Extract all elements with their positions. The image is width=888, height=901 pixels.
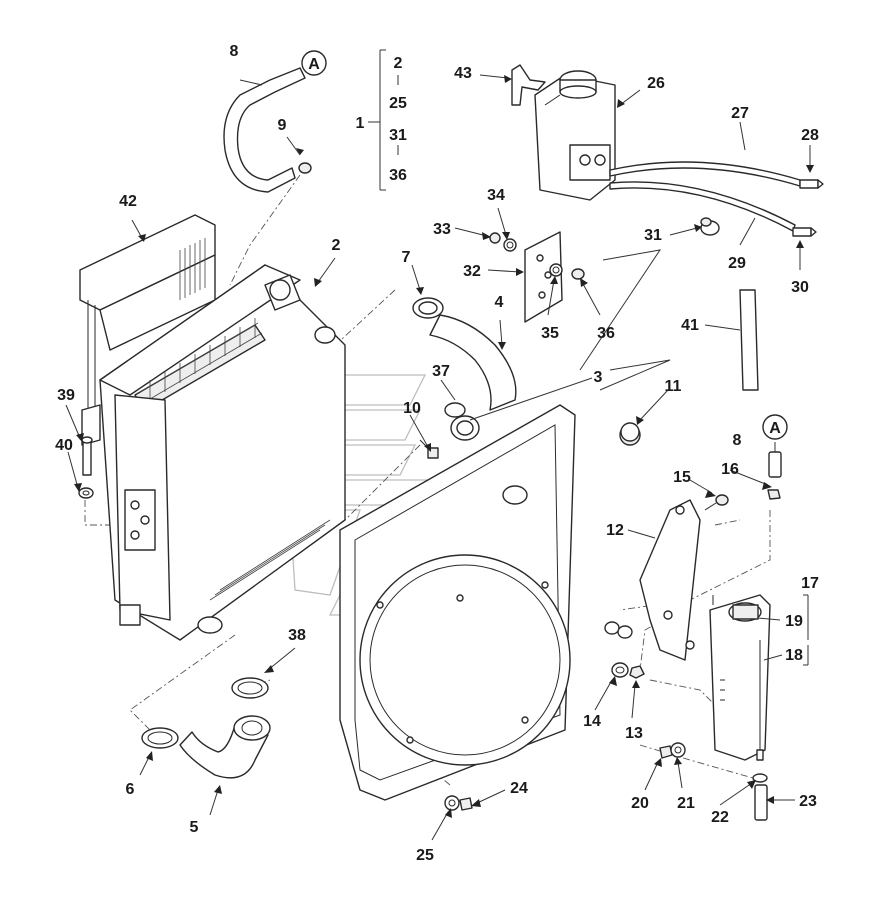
callout-17: 17 bbox=[801, 575, 819, 592]
connection-mark-a-top: A bbox=[308, 56, 320, 73]
nut-33 bbox=[489, 232, 501, 244]
nut-13 bbox=[629, 665, 645, 679]
callout-2: 2 bbox=[332, 237, 341, 254]
stud-39 bbox=[81, 436, 93, 476]
clamp-38 bbox=[231, 677, 269, 699]
washer-34 bbox=[503, 238, 517, 252]
coolant-reservoir bbox=[709, 594, 771, 761]
callout-3: 3 bbox=[594, 369, 603, 386]
kit-item-31: 31 bbox=[389, 127, 407, 144]
callout-20: 20 bbox=[631, 795, 649, 812]
leader-lines bbox=[65, 74, 814, 841]
callout-23: 23 bbox=[799, 793, 817, 810]
connection-mark-a-right: A bbox=[769, 420, 781, 437]
callout-43: 43 bbox=[454, 65, 472, 82]
clip-31 bbox=[700, 217, 720, 236]
callout-22: 22 bbox=[711, 809, 729, 826]
washer-25 bbox=[444, 795, 460, 811]
callout-42: 42 bbox=[119, 193, 137, 210]
kit-item-2: 2 bbox=[394, 55, 403, 72]
callout-29: 29 bbox=[728, 255, 746, 272]
callout-28: 28 bbox=[801, 127, 819, 144]
callout-11: 11 bbox=[665, 378, 682, 395]
radiator-guard bbox=[79, 214, 216, 446]
clamp-22 bbox=[752, 773, 768, 783]
callout-36: 36 bbox=[597, 325, 615, 342]
callout-27: 27 bbox=[731, 105, 749, 122]
callout-8: 8 bbox=[230, 43, 239, 60]
callout-33: 33 bbox=[433, 221, 451, 238]
callout-10: 10 bbox=[403, 400, 421, 417]
fitting-28 bbox=[799, 179, 824, 189]
callout-26: 26 bbox=[647, 75, 665, 92]
callout-31: 31 bbox=[644, 227, 662, 244]
callout-32: 32 bbox=[463, 263, 481, 280]
callout-34: 34 bbox=[487, 187, 505, 204]
fan-shroud bbox=[339, 404, 641, 801]
callout-24: 24 bbox=[510, 780, 528, 797]
kit-item-36: 36 bbox=[389, 167, 407, 184]
callout-15: 15 bbox=[673, 469, 691, 486]
callout-12: 12 bbox=[606, 522, 624, 539]
callout-35: 35 bbox=[541, 325, 559, 342]
callout-30: 30 bbox=[791, 279, 809, 296]
callout-9: 9 bbox=[278, 117, 287, 134]
callout-21: 21 bbox=[677, 795, 695, 812]
washer-40 bbox=[78, 487, 94, 499]
bracket-12 bbox=[639, 499, 701, 661]
bracket-32 bbox=[524, 231, 563, 323]
tube-23 bbox=[754, 784, 768, 821]
kit-item-25: 25 bbox=[389, 95, 407, 112]
callout-37: 37 bbox=[432, 363, 450, 380]
callout-14: 14 bbox=[583, 713, 601, 730]
callout-18: 18 bbox=[785, 647, 803, 664]
callout-labels: 8 A 9 1 2 25 31 36 43 26 27 28 42 34 33 … bbox=[55, 43, 819, 864]
callout-16: 16 bbox=[721, 461, 739, 478]
clamp-9 bbox=[296, 148, 312, 174]
callout-8-right: 8 bbox=[733, 432, 742, 449]
bracket-43 bbox=[511, 64, 546, 106]
bolt-36 bbox=[571, 268, 585, 280]
callout-7: 7 bbox=[402, 249, 411, 266]
group-17-bracket bbox=[803, 594, 809, 666]
callout-25: 25 bbox=[416, 847, 434, 864]
clamp-37 bbox=[444, 402, 466, 418]
callout-1: 1 bbox=[356, 115, 365, 132]
radiator bbox=[99, 264, 346, 641]
upper-hose bbox=[412, 297, 517, 441]
callout-40: 40 bbox=[55, 437, 73, 454]
nut-24 bbox=[459, 797, 473, 811]
strip-41 bbox=[739, 289, 759, 391]
washers-shroud bbox=[604, 621, 633, 639]
kit-group-bracket bbox=[368, 49, 399, 191]
callout-13: 13 bbox=[625, 725, 643, 742]
clamp-6 bbox=[141, 727, 179, 749]
grommet-11 bbox=[620, 422, 640, 442]
bolt-15 bbox=[704, 494, 729, 511]
callout-6: 6 bbox=[126, 781, 135, 798]
callout-5: 5 bbox=[190, 819, 199, 836]
washer-35 bbox=[549, 263, 563, 277]
nut-20 bbox=[659, 745, 673, 759]
callout-38: 38 bbox=[288, 627, 306, 644]
fitting-30 bbox=[792, 227, 817, 237]
hose-8-top bbox=[223, 50, 327, 193]
expansion-tank bbox=[534, 70, 616, 201]
callout-4: 4 bbox=[495, 294, 504, 311]
callout-39: 39 bbox=[57, 387, 75, 404]
washer-21 bbox=[670, 742, 686, 758]
nut-16 bbox=[767, 489, 781, 500]
lower-hose bbox=[179, 715, 271, 779]
washer-14 bbox=[611, 662, 629, 678]
callout-41: 41 bbox=[681, 317, 699, 334]
callout-19: 19 bbox=[785, 613, 803, 630]
